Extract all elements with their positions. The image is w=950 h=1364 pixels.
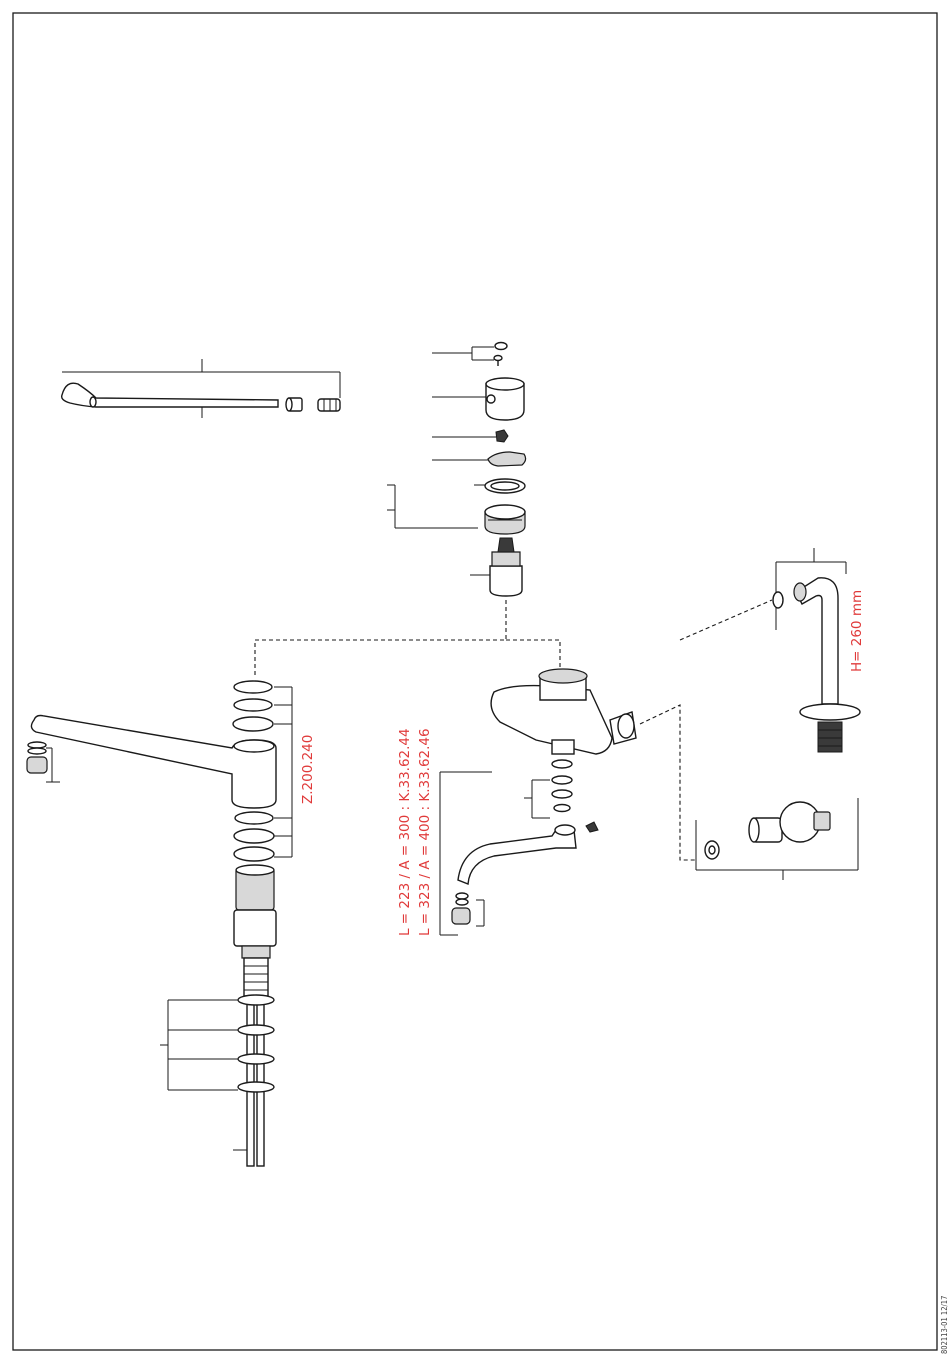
wall-mixer-body xyxy=(440,669,636,935)
cartridge-stack xyxy=(387,343,526,597)
document-code: 802113-01 12/17 xyxy=(940,1296,949,1354)
spout-option-1-label: L = 223 / A = 300 : K.33.62.44 xyxy=(397,728,413,936)
assembly-links xyxy=(255,600,772,860)
lever-rod-assembly xyxy=(62,359,340,418)
riser-pipe xyxy=(773,548,860,752)
single-lever-mixer xyxy=(27,681,292,1166)
spout-option-2-label: L = 323 / A = 400 : K.33.62.46 xyxy=(417,728,433,936)
part-ref-rings-label: Z.200.240 xyxy=(300,735,316,804)
wall-connector xyxy=(696,798,858,880)
riser-height-label: H= 260 mm xyxy=(849,590,865,672)
page-border xyxy=(13,13,937,1350)
